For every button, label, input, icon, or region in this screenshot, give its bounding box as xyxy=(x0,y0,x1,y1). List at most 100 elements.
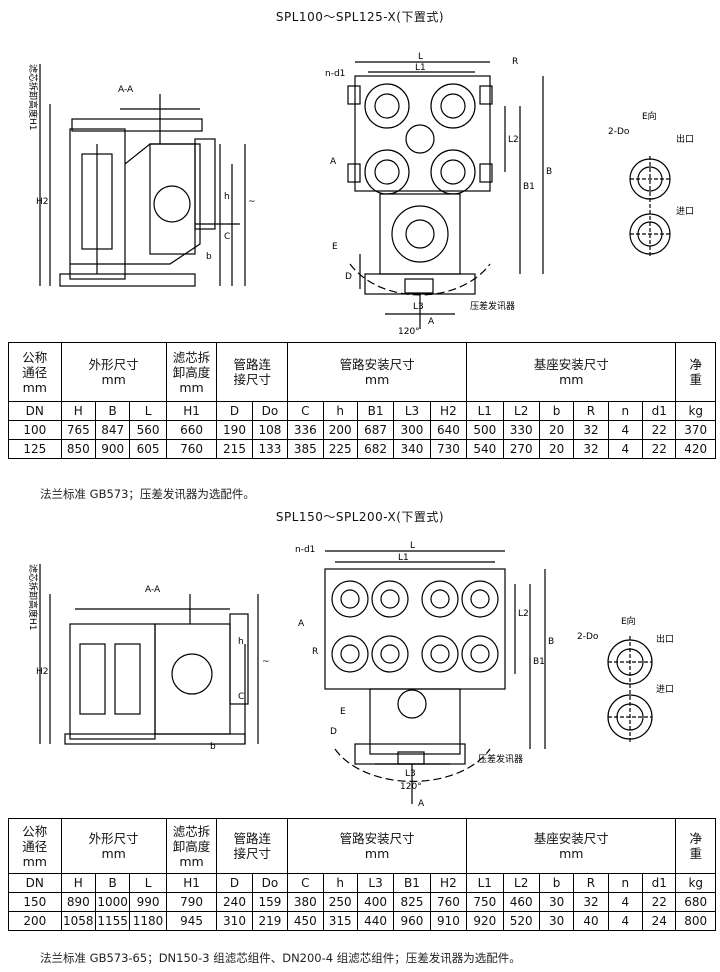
header-weight: 净 重 xyxy=(675,342,716,402)
col-l1: L1 xyxy=(466,873,504,893)
cell: 133 xyxy=(251,439,289,459)
cell: 125 xyxy=(8,439,62,459)
label-edir: E向 xyxy=(642,110,657,122)
cell: 225 xyxy=(322,439,358,459)
header-pipe: 管路连 接尺寸 xyxy=(216,342,289,402)
col-kg: kg xyxy=(675,401,716,421)
label-alarm: 压差发讯器 xyxy=(478,753,523,765)
cell: 825 xyxy=(393,892,431,912)
cell: 300 xyxy=(393,420,431,440)
label-outlet: 出口 xyxy=(656,633,674,645)
label-l2: L2 xyxy=(518,609,529,619)
cell: 847 xyxy=(94,420,131,440)
label-aa: A-A xyxy=(118,85,134,95)
col-h: H xyxy=(60,873,96,893)
label-inlet: 进口 xyxy=(656,684,674,695)
col-n: n xyxy=(607,873,644,893)
label-nd1: n-d1 xyxy=(295,545,315,555)
col-c: C xyxy=(287,401,324,421)
col-l3: L3 xyxy=(393,401,431,421)
cell: 560 xyxy=(129,420,167,440)
col-l3: L3 xyxy=(356,873,395,893)
cell: 760 xyxy=(429,892,468,912)
cell: 1058 xyxy=(60,911,96,931)
filter-section-view xyxy=(64,594,249,745)
cell: 20 xyxy=(538,420,575,440)
label-hdrop: 滤芯拆卸高度H1 xyxy=(27,564,39,631)
cell: 900 xyxy=(94,439,131,459)
cell: 765 xyxy=(60,420,96,440)
label-d: D xyxy=(345,272,352,282)
label-l3: L3 xyxy=(405,769,416,779)
label-outlet: 出口 xyxy=(676,133,694,145)
col-l1: L1 xyxy=(466,401,504,421)
col-hh: h xyxy=(322,401,358,421)
col-r: R xyxy=(573,401,609,421)
label-l: L xyxy=(418,52,423,62)
header-inst: 管路安装尺寸 mm xyxy=(287,342,468,402)
col-d: D xyxy=(216,401,253,421)
col-do: Do xyxy=(251,873,289,893)
cell: 215 xyxy=(216,439,253,459)
cell: 1180 xyxy=(129,911,167,931)
header-h1: 滤芯拆 卸高度 mm xyxy=(165,342,218,402)
col-b1: B1 xyxy=(393,873,431,893)
cell: 605 xyxy=(129,439,167,459)
header-base: 基座安装尺寸 mm xyxy=(466,342,677,402)
header-base: 基座安装尺寸 mm xyxy=(466,818,677,874)
header-weight: 净 重 xyxy=(675,818,716,874)
header-dn: 公称 通径 mm xyxy=(8,342,62,402)
col-b: B xyxy=(94,401,131,421)
cell: 460 xyxy=(502,892,540,912)
label-c: C xyxy=(238,692,244,702)
col-d1: d1 xyxy=(642,873,677,893)
cell: 219 xyxy=(251,911,289,931)
cell: 150 xyxy=(8,892,62,912)
cell: 22 xyxy=(642,420,677,440)
cell: 682 xyxy=(356,439,395,459)
label-e: E xyxy=(340,707,346,717)
header-inst: 管路安装尺寸 mm xyxy=(287,818,468,874)
cell: 1000 xyxy=(94,892,131,912)
cell: 850 xyxy=(60,439,96,459)
cell: 680 xyxy=(675,892,716,912)
label-l2: L2 xyxy=(508,135,519,145)
cell: 370 xyxy=(675,420,716,440)
label-hdrop: 滤芯拆卸高度H1 xyxy=(27,64,39,131)
cell: 687 xyxy=(356,420,395,440)
header-dims: 外形尺寸 mm xyxy=(60,818,167,874)
label-tilde: ~ xyxy=(248,197,256,207)
filter-section-view xyxy=(59,94,216,287)
cell: 400 xyxy=(356,892,395,912)
label-l1: L1 xyxy=(398,553,409,563)
cell: 920 xyxy=(466,911,504,931)
label-h: h xyxy=(224,192,230,202)
cell: 250 xyxy=(322,892,358,912)
cell: 640 xyxy=(429,420,468,440)
header-dn: 公称 通径 mm xyxy=(8,818,62,874)
cell: 380 xyxy=(287,892,324,912)
header-h1: 滤芯拆 卸高度 mm xyxy=(165,818,218,874)
cell: 385 xyxy=(287,439,324,459)
label-tilde: ~ xyxy=(262,657,270,667)
filter-plan-view xyxy=(347,75,493,296)
cell: 32 xyxy=(573,892,609,912)
cell: 990 xyxy=(129,892,167,912)
cell: 4 xyxy=(607,892,644,912)
section1-drawing: A-A 滤芯拆卸高度H1 H2 h C b ~ n-d1 L1 L R L2 B… xyxy=(27,52,694,337)
col-h2: H2 xyxy=(429,873,468,893)
label-a: A xyxy=(330,157,337,167)
label-edir: E向 xyxy=(621,615,636,627)
cell: 660 xyxy=(165,420,218,440)
col-l: L xyxy=(129,873,167,893)
flange-e-view xyxy=(607,636,653,742)
col-c: C xyxy=(287,873,324,893)
label-h2: H2 xyxy=(36,667,49,677)
cell: 108 xyxy=(251,420,289,440)
label-l3: L3 xyxy=(413,302,424,312)
label-two-do: 2-Do xyxy=(608,127,630,137)
label-inlet: 进口 xyxy=(676,206,694,217)
cell: 22 xyxy=(642,439,677,459)
col-do: Do xyxy=(251,401,289,421)
